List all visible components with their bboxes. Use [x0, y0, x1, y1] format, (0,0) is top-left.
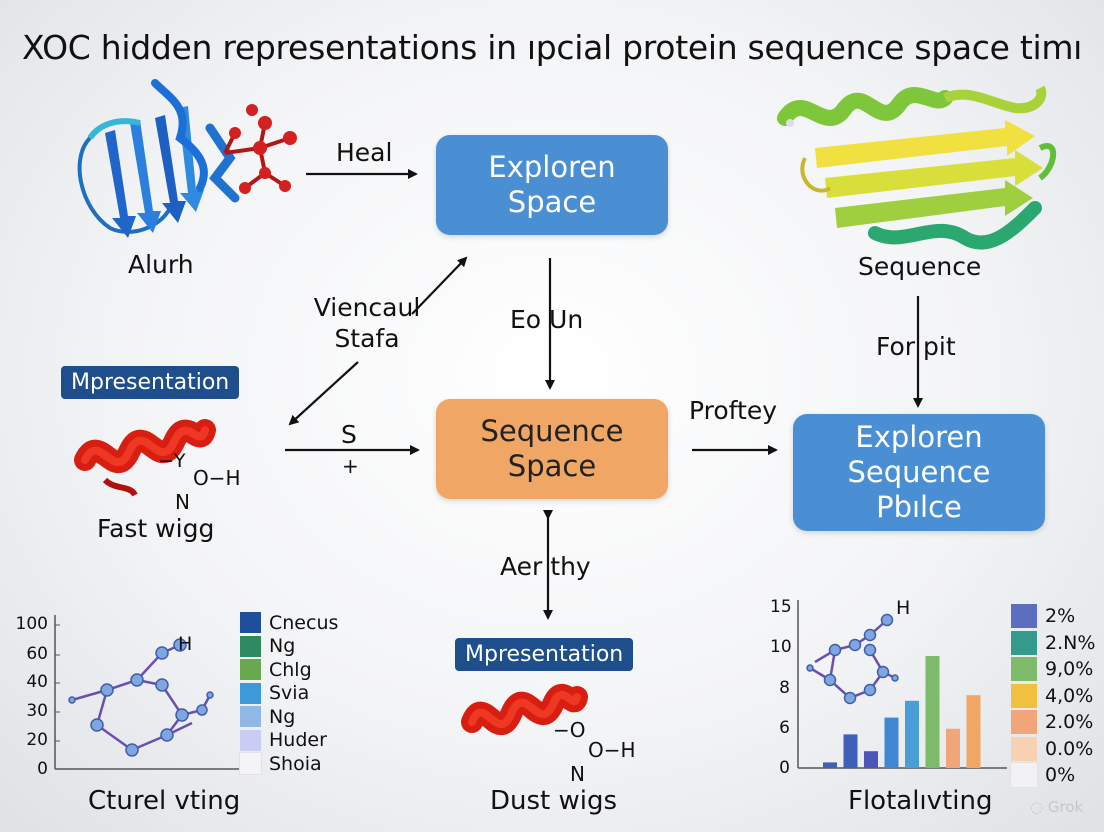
- bar: [905, 700, 919, 768]
- legend-item: Ng: [240, 705, 338, 729]
- grok-icon: ◌: [1030, 798, 1044, 816]
- legend-swatch: [1011, 683, 1037, 708]
- legend-item: 2.N%: [1011, 630, 1095, 657]
- label-sequence: Sequence: [858, 252, 982, 281]
- legend-swatch: [240, 612, 261, 634]
- legend-item: 0.0%: [1011, 736, 1095, 763]
- watermark: ◌ Grok: [1030, 798, 1083, 816]
- arrow-diag-up: [411, 256, 468, 315]
- bar: [946, 728, 960, 768]
- legend-item: Huder: [240, 729, 338, 753]
- label-plus: +: [342, 454, 359, 478]
- legend-item: Shoia: [239, 752, 338, 776]
- y-axis-ticks-right: 15 10 8 6 0: [770, 594, 820, 779]
- legend-item: 2%: [1011, 603, 1095, 630]
- label-s: S: [341, 420, 357, 449]
- tag-mpresentation-left: Mpresentation: [61, 366, 240, 399]
- bar: [864, 751, 878, 768]
- bar-chart: [797, 600, 1007, 769]
- caption-fast-wigg: Fast wigg: [97, 514, 215, 543]
- tag-mpresentation-center: Mpresentation: [455, 638, 634, 671]
- y-tick: 6: [779, 718, 790, 738]
- legend-swatch: [240, 635, 261, 657]
- bar: [843, 734, 858, 768]
- legend-item: Ng: [240, 635, 338, 659]
- legend-swatch: [1011, 736, 1037, 761]
- legend-swatch: [1011, 657, 1037, 682]
- y-tick: 30: [26, 701, 48, 721]
- chem-o: −O: [553, 718, 586, 742]
- molecule-label-h-right: H: [896, 597, 911, 619]
- legend-swatch: [1011, 710, 1037, 735]
- y-tick: 15: [770, 597, 792, 617]
- legend-swatch: [240, 682, 261, 704]
- protein-structure-rainbow: [777, 85, 1057, 250]
- helix-icon-center: [461, 684, 588, 735]
- y-tick: 20: [26, 730, 48, 750]
- label-heal: Heal: [336, 138, 393, 167]
- y-tick: 0: [779, 758, 790, 778]
- legend-item: 2.0%: [1011, 709, 1095, 736]
- helix-icon-left: [74, 419, 216, 497]
- legend-item: Chlg: [240, 658, 338, 682]
- y-tick: 0: [37, 759, 48, 779]
- bar: [925, 656, 940, 768]
- legend-item: 0%: [1010, 762, 1095, 789]
- legend-item: Cnecus: [240, 611, 338, 635]
- chem-y: −Y: [158, 450, 186, 472]
- y-tick: 100: [15, 614, 48, 634]
- legend-swatch: [1010, 762, 1038, 789]
- bar: [884, 717, 899, 768]
- legend-item: Svia: [240, 682, 338, 706]
- label-eo-un: Eo Un: [510, 305, 584, 334]
- arrow-diag-down: [288, 361, 359, 426]
- bar: [966, 695, 981, 768]
- label-viencaul-stafa: Viencaul Stafa: [313, 293, 421, 353]
- legend-swatch: [240, 659, 261, 681]
- y-tick: 40: [26, 672, 48, 692]
- chem-n-center: N: [570, 762, 585, 786]
- page-title: XOC hidden representations in ıpcial pro…: [21, 28, 1083, 67]
- legend-swatch: [1011, 630, 1037, 655]
- caption-cturel-vting: Cturel vting: [88, 786, 241, 816]
- chem-oh-center: O−H: [588, 738, 636, 762]
- label-proftey: Proftey: [689, 396, 778, 425]
- molecule-plot-left: [54, 615, 240, 770]
- watermark-text: Grok: [1047, 798, 1084, 816]
- label-for-pit: For pit: [876, 332, 956, 361]
- chem-oh: O−H: [193, 466, 241, 490]
- legend-item: 9,0%: [1011, 656, 1095, 683]
- caption-dust-wigs: Dust wigs: [490, 786, 618, 816]
- caption-flotalivting: Flotalıvting: [848, 786, 993, 816]
- legend-item: 4,0%: [1011, 683, 1095, 710]
- legend-swatch: [1011, 604, 1037, 629]
- box-explore-space[interactable]: Exploren Space: [436, 135, 668, 235]
- legend-left: Cnecus Ng Chlg Svia Ng Huder Shoia: [239, 611, 338, 776]
- chem-n: N: [175, 490, 190, 514]
- protein-structure-blue: [77, 79, 297, 238]
- box-sequence-space[interactable]: Sequence Space: [436, 399, 668, 499]
- y-tick: 10: [770, 637, 792, 657]
- y-tick: 60: [26, 644, 48, 664]
- legend-swatch: [240, 706, 261, 728]
- legend-right: 2% 2.N% 9,0% 4,0% 2.0% 0.0% 0%: [1010, 603, 1095, 789]
- box-explore-sequence[interactable]: Exploren Sequence Pbılce: [793, 414, 1045, 531]
- label-aer-thy: Aer thy: [500, 552, 591, 581]
- y-axis-ticks-left: 100 60 40 30 20 0: [8, 612, 53, 782]
- bar: [823, 762, 837, 768]
- label-alurh: Alurh: [128, 250, 194, 279]
- y-tick: 8: [779, 678, 790, 698]
- legend-swatch: [239, 752, 262, 776]
- legend-swatch: [240, 729, 261, 751]
- molecule-label-h-left: H: [178, 633, 193, 655]
